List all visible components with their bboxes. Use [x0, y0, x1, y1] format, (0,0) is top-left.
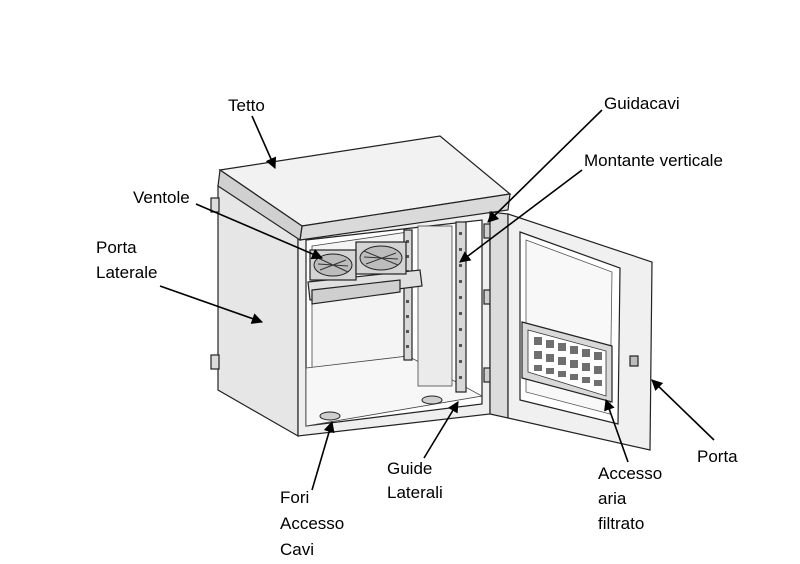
roof-side-lip	[217, 168, 303, 242]
side-guide-panel	[417, 225, 453, 387]
labels: Tetto Ventole Porta Laterale Guidacavi M…	[96, 94, 738, 559]
label-ventole: Ventole	[133, 188, 190, 207]
side-hinge-top	[210, 197, 220, 213]
fan-right	[355, 241, 407, 275]
fan-tray-bracket	[311, 279, 401, 305]
vertical-rail-left	[403, 229, 413, 361]
label-fori-accesso-cavi-line3: Cavi	[280, 540, 314, 559]
leader-lines	[159, 109, 715, 491]
leader-guide-laterali	[423, 401, 459, 459]
leader-montante-verticale	[459, 169, 583, 263]
cabinet-illustration	[210, 135, 653, 451]
door-edge	[489, 211, 509, 419]
label-porta: Porta	[697, 447, 738, 466]
fan-left	[309, 249, 357, 281]
label-guide-laterali-line2: Laterali	[387, 483, 443, 502]
label-guide-laterali-line1: Guide	[387, 459, 432, 478]
label-porta-laterale-line2: Laterale	[96, 263, 157, 282]
cable-hole-left	[319, 411, 341, 421]
leader-porta-laterale	[159, 285, 264, 324]
label-fori-accesso-cavi-line1: Fori	[280, 488, 309, 507]
leader-accesso-aria-filtrato	[604, 398, 629, 463]
label-montante-verticale: Montante verticale	[584, 151, 723, 170]
air-filter-grille	[521, 321, 613, 403]
leader-porta	[651, 379, 715, 441]
leader-fori-accesso-cavi	[311, 420, 335, 491]
side-hinge-bottom	[210, 354, 220, 370]
door-lock	[629, 355, 639, 367]
label-accesso-aria-filtrato-line2: aria	[598, 489, 627, 508]
label-accesso-aria-filtrato-line3: filtrato	[598, 514, 644, 533]
vertical-rail-right	[455, 221, 467, 393]
leader-guidacavi	[487, 109, 603, 223]
leader-tetto	[251, 115, 277, 170]
leader-ventole	[195, 203, 324, 260]
cable-hole-right	[421, 395, 443, 405]
label-tetto: Tetto	[228, 96, 265, 115]
label-accesso-aria-filtrato-line1: Accesso	[598, 464, 662, 483]
label-guidacavi: Guidacavi	[604, 94, 680, 113]
label-fori-accesso-cavi-line2: Accesso	[280, 514, 344, 533]
label-porta-laterale-line1: Porta	[96, 238, 137, 257]
